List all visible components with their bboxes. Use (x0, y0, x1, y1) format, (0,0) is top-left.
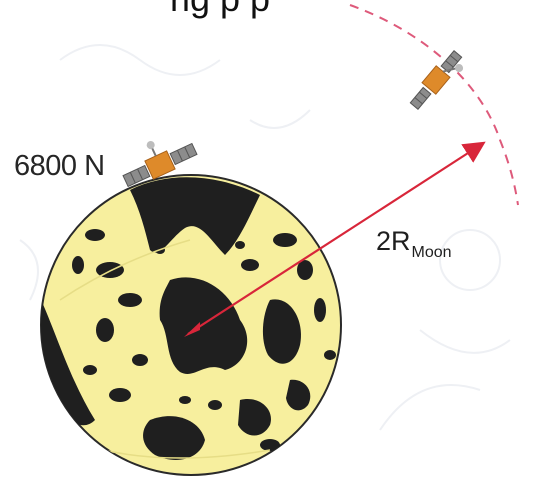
orbit-path (349, 4, 519, 206)
force-label: 6800 N (14, 150, 105, 182)
orbit-radius-label: 2RMoon (376, 226, 452, 261)
background-sketches (19, 44, 511, 431)
orbit-radius-subscript: Moon (411, 244, 452, 261)
cropped-top-text: rig p p (170, 0, 270, 20)
radius-arrow-tail (184, 322, 200, 337)
satellite-icon (122, 141, 198, 188)
moon (40, 174, 342, 476)
radius-arrow (187, 141, 486, 335)
orbit-radius-main: 2R (376, 226, 411, 256)
orbit-satellite-icon (409, 50, 464, 110)
